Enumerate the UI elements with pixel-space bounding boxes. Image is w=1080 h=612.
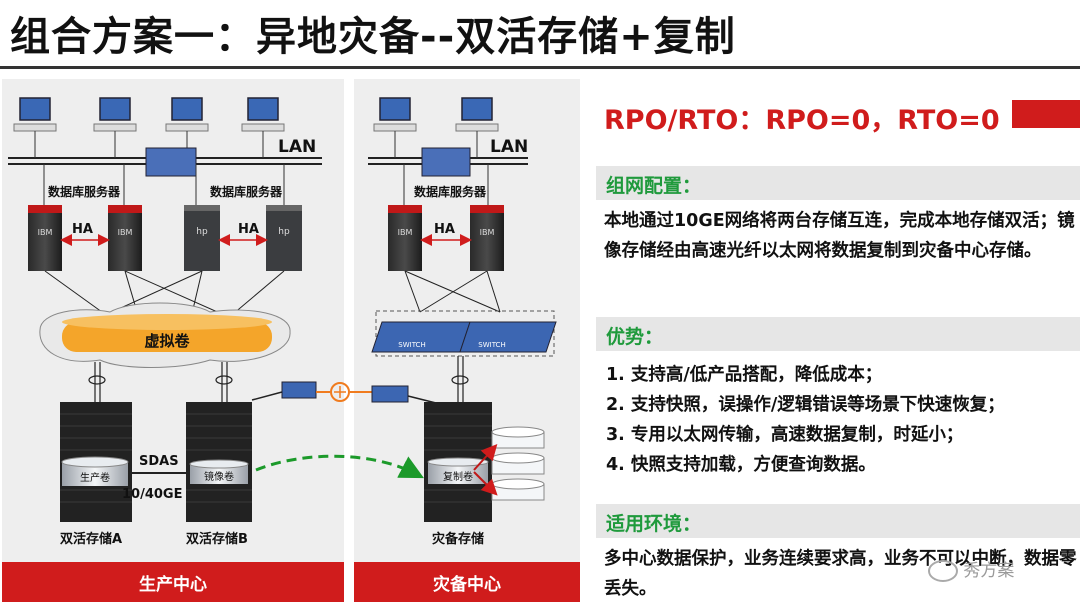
- storage-b-label: 双活存储B: [186, 531, 248, 547]
- ibm-server-icon: IBM: [388, 205, 422, 271]
- ha-label: HA: [72, 222, 93, 237]
- db-server-label: 数据库服务器: [414, 184, 487, 199]
- router-icon: [371, 385, 409, 403]
- network-config-header: 组网配置：: [596, 166, 1080, 200]
- network-switch-icon: [145, 147, 197, 177]
- dr-storage-label: 灾备存储: [432, 531, 484, 547]
- desktop-pc-icon: [455, 97, 499, 158]
- snapshot-disks-icon: [473, 426, 545, 501]
- rpo-accent-bar: [1012, 100, 1080, 128]
- title-divider: [0, 66, 1080, 69]
- db-server-label: 数据库服务器: [210, 184, 283, 199]
- svg-text:IBM: IBM: [38, 228, 53, 237]
- ha-label: HA: [238, 222, 259, 237]
- list-item: 3. 专用以太网传输，高速数据复制，时延小；: [606, 425, 964, 445]
- watermark: 秀方案: [928, 556, 1014, 582]
- environment-header: 适用环境：: [596, 504, 1080, 538]
- svg-text:SWITCH: SWITCH: [398, 341, 425, 349]
- dr-center-footer: 灾备中心: [354, 562, 580, 602]
- ibm-server-icon: IBM: [470, 205, 504, 271]
- lan-label: LAN: [278, 137, 316, 157]
- replica-volume-label: 复制卷: [443, 470, 473, 483]
- ibm-server-icon: IBM: [108, 205, 142, 271]
- mirror-volume-label: 镜像卷: [204, 470, 234, 483]
- storage-array-a-icon: 生产卷: [60, 402, 132, 522]
- svg-text:hp: hp: [196, 227, 208, 237]
- environment-text: 多中心数据保护，业务连续要求高，业务不可以中断，数据零丢失。: [604, 549, 1077, 599]
- desktop-pc-icon: [373, 97, 417, 158]
- svg-text:IBM: IBM: [398, 228, 413, 237]
- virtual-volume-label: 虚拟卷: [144, 332, 190, 350]
- storage-a-label: 双活存储A: [60, 531, 122, 547]
- switch-icon: SWITCH: [459, 321, 557, 353]
- list-item: 4. 快照支持加载，方便查询数据。: [606, 455, 876, 475]
- hp-server-icon: hp: [266, 205, 302, 271]
- svg-text:SWITCH: SWITCH: [478, 341, 505, 349]
- slide-title: 组合方案一：异地灾备--双活存储+复制: [10, 14, 736, 60]
- advantages-header: 优势：: [596, 317, 1080, 351]
- ha-label: HA: [434, 222, 455, 237]
- network-config-heading: 组网配置：: [606, 175, 702, 197]
- storage-array-b-icon: 镜像卷: [186, 402, 252, 522]
- svg-text:hp: hp: [278, 227, 290, 237]
- left-lan: LAN: [8, 97, 322, 177]
- link-speed-label: 10/40GE: [122, 487, 182, 502]
- inter-site-link: [251, 381, 441, 405]
- switch-icon: SWITCH: [371, 321, 471, 353]
- network-switch-icon: [421, 147, 471, 177]
- sdas-label: SDAS: [139, 454, 179, 469]
- desktop-pc-icon: [165, 97, 209, 158]
- right-lan: LAN: [368, 97, 528, 177]
- virtual-volume-icon: 虚拟卷: [39, 302, 291, 368]
- fiber-link-icon: [330, 382, 350, 402]
- advantages-list: 1. 支持高/低产品搭配，降低成本； 2. 支持快照，误操作/逻辑错误等场景下快…: [606, 360, 1005, 480]
- replication-arrow: [255, 454, 424, 479]
- ibm-server-icon: IBM: [28, 205, 62, 271]
- list-item: 2. 支持快照，误操作/逻辑错误等场景下快速恢复；: [606, 395, 1005, 415]
- rpo-rto-heading: RPO/RTO：RPO=0，RTO=0: [604, 105, 1000, 136]
- network-config-text: 本地通过10GE网络将两台存储互连，完成本地存储双活；镜像存储经由高速光纤以太网…: [604, 211, 1075, 261]
- db-server-label: 数据库服务器: [48, 184, 121, 199]
- advantages-heading: 优势：: [606, 326, 664, 348]
- left-db-servers: 数据库服务器 数据库服务器 IBM IBM hp hp HA HA: [28, 164, 302, 271]
- list-item: 1. 支持高/低产品搭配，降低成本；: [606, 365, 883, 385]
- wechat-icon: [928, 560, 958, 582]
- desktop-pc-icon: [93, 97, 137, 158]
- production-volume-label: 生产卷: [80, 471, 110, 484]
- lan-label: LAN: [490, 137, 528, 157]
- desktop-pc-icon: [13, 97, 57, 158]
- right-db-servers: 数据库服务器 IBM IBM HA: [388, 164, 504, 271]
- environment-heading: 适用环境：: [606, 513, 702, 535]
- production-center-footer: 生产中心: [2, 562, 344, 602]
- svg-text:IBM: IBM: [118, 228, 133, 237]
- router-icon: [281, 381, 317, 399]
- svg-text:IBM: IBM: [480, 228, 495, 237]
- desktop-pc-icon: [241, 97, 285, 158]
- hp-server-icon: hp: [184, 205, 220, 271]
